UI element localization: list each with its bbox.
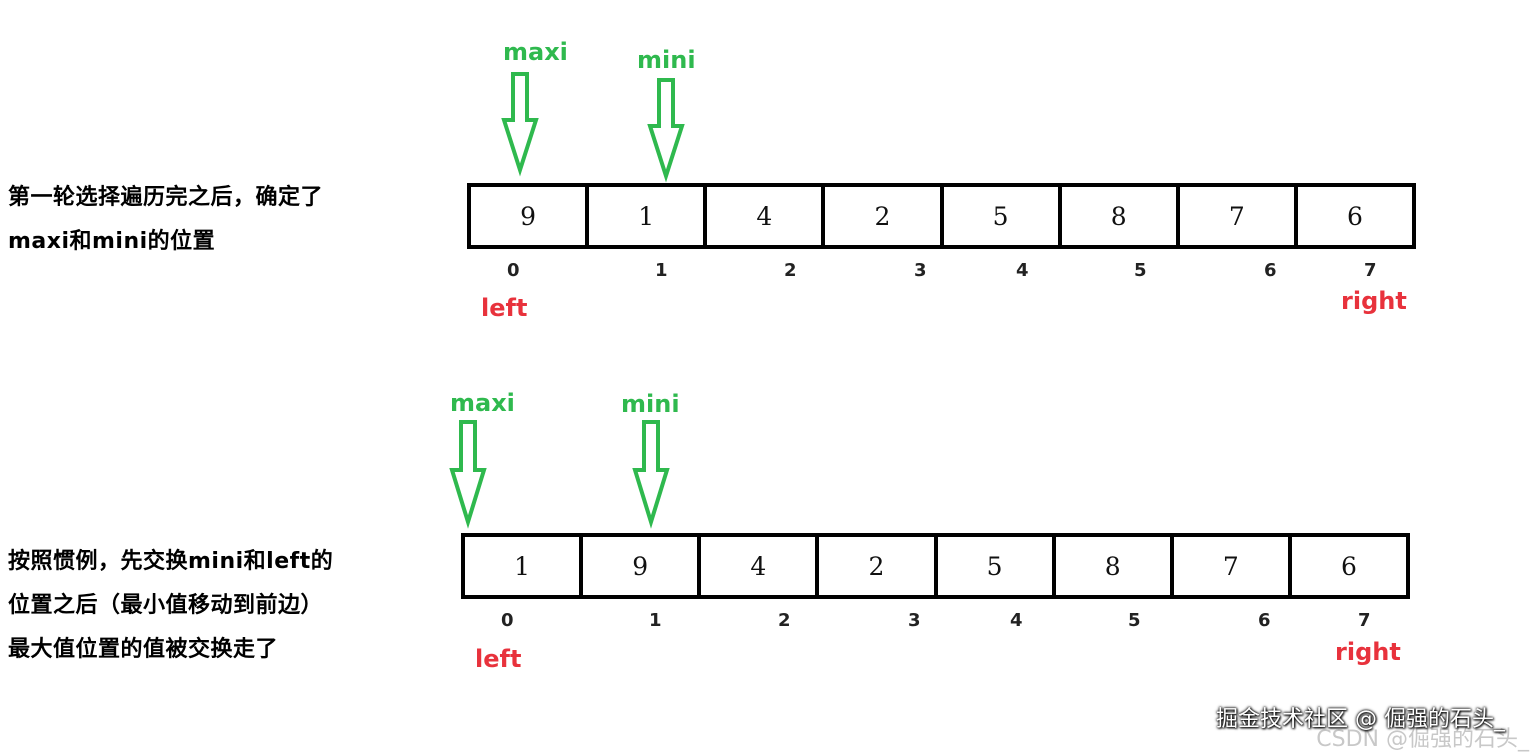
array-2-cell-4: 5 bbox=[938, 537, 1056, 595]
mini-label-2: mini bbox=[621, 390, 680, 418]
array-2-cell-0: 1 bbox=[465, 537, 584, 595]
right-label-1: right bbox=[1341, 287, 1407, 315]
description-2-line-1: 按照惯例，先交换mini和left的 bbox=[8, 549, 334, 574]
index-1-1: 1 bbox=[655, 260, 668, 281]
array-2-cell-3: 2 bbox=[819, 537, 938, 595]
index-1-0: 0 bbox=[507, 260, 520, 281]
array-1: 9 1 4 2 5 8 7 6 bbox=[467, 183, 1416, 249]
maxi-arrow-1-icon bbox=[501, 72, 539, 177]
index-1-7: 7 bbox=[1364, 260, 1377, 281]
maxi-label-2: maxi bbox=[450, 389, 515, 417]
index-2-4: 4 bbox=[1010, 610, 1023, 631]
array-1-cell-6: 7 bbox=[1180, 187, 1298, 245]
maxi-arrow-2-icon bbox=[449, 420, 487, 529]
left-label-2: left bbox=[475, 645, 522, 673]
array-2-cell-7: 6 bbox=[1340, 551, 1357, 581]
array-1-cell-2: 4 bbox=[707, 187, 826, 245]
array-2-cell-5: 8 bbox=[1056, 537, 1174, 595]
array-2-cell-1: 9 bbox=[583, 537, 702, 595]
array-2-cell-6: 7 bbox=[1174, 537, 1292, 595]
left-label-1: left bbox=[481, 294, 528, 322]
mini-arrow-2-icon bbox=[632, 420, 670, 529]
maxi-label-1: maxi bbox=[503, 38, 568, 66]
watermark: 掘金技术社区 @ 倔强的石头_ bbox=[1216, 707, 1505, 732]
array-1-cell-3: 2 bbox=[825, 187, 944, 245]
index-2-1: 1 bbox=[649, 610, 662, 631]
index-2-0: 0 bbox=[501, 610, 514, 631]
description-1-line-1: 第一轮选择遍历完之后，确定了 bbox=[8, 185, 324, 210]
mini-label-1: mini bbox=[637, 46, 696, 74]
description-2: 按照惯例，先交换mini和left的 位置之后（最小值移动到前边） 最大值位置的… bbox=[8, 540, 333, 672]
index-1-4: 4 bbox=[1016, 260, 1029, 281]
index-2-6: 6 bbox=[1258, 610, 1271, 631]
index-1-5: 5 bbox=[1134, 260, 1147, 281]
array-2: 1 9 4 2 5 8 7 6 bbox=[461, 533, 1410, 599]
array-1-cell-4: 5 bbox=[944, 187, 1062, 245]
index-2-5: 5 bbox=[1128, 610, 1141, 631]
mini-arrow-1-icon bbox=[647, 78, 685, 183]
index-1-3: 3 bbox=[914, 260, 927, 281]
description-2-line-2: 位置之后（最小值移动到前边） bbox=[8, 593, 324, 618]
array-1-cell-0: 9 bbox=[471, 187, 590, 245]
index-2-7: 7 bbox=[1358, 610, 1371, 631]
index-2-2: 2 bbox=[778, 610, 791, 631]
description-1-line-2: maxi和mini的位置 bbox=[8, 229, 216, 254]
watermark-ghost: CSDN @倔强的石头_ bbox=[1316, 727, 1529, 752]
array-1-cell-1: 1 bbox=[589, 187, 708, 245]
array-1-cell-7: 6 bbox=[1346, 201, 1363, 231]
index-1-6: 6 bbox=[1264, 260, 1277, 281]
array-1-cell-5: 8 bbox=[1062, 187, 1180, 245]
array-2-cell-2: 4 bbox=[701, 537, 820, 595]
description-2-line-3: 最大值位置的值被交换走了 bbox=[8, 637, 279, 662]
index-2-3: 3 bbox=[908, 610, 921, 631]
index-1-2: 2 bbox=[784, 260, 797, 281]
description-1: 第一轮选择遍历完之后，确定了 maxi和mini的位置 bbox=[8, 176, 323, 264]
right-label-2: right bbox=[1335, 638, 1401, 666]
